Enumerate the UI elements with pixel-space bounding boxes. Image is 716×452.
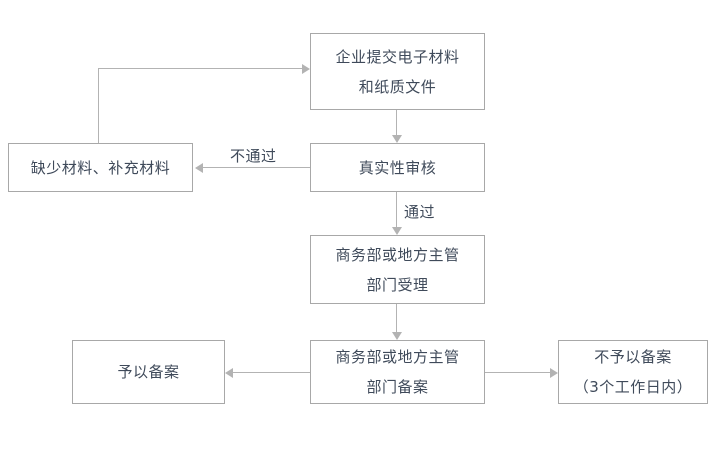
arrowhead-record-to-rejected bbox=[550, 368, 558, 378]
arrowhead-review-to-accept bbox=[392, 227, 402, 235]
filing-denied-node[interactable]: 不予以备案 （3个工作日内） bbox=[558, 340, 708, 404]
connector-record-to-approved bbox=[233, 372, 310, 373]
node-line: 真实性审核 bbox=[358, 158, 437, 177]
node-line: 予以备案 bbox=[117, 363, 180, 381]
arrowhead-loop-to-submit bbox=[302, 64, 310, 74]
filing-granted-node[interactable]: 予以备案 bbox=[72, 340, 225, 404]
node-line: 商务部或地方主管 bbox=[335, 245, 460, 264]
node-line: 和纸质文件 bbox=[358, 77, 437, 96]
arrowhead-record-to-approved bbox=[225, 368, 233, 378]
authenticity-review-node[interactable]: 真实性审核 bbox=[310, 143, 485, 192]
node-line: 企业提交电子材料 bbox=[335, 47, 460, 66]
arrowhead-accept-to-record bbox=[392, 332, 402, 340]
node-line: 部门受理 bbox=[366, 275, 429, 294]
connector-missing-loop-horizontal bbox=[98, 68, 302, 69]
node-line: 部门备案 bbox=[366, 378, 429, 396]
connector-review-to-missing bbox=[203, 167, 310, 168]
arrowhead-submit-to-review bbox=[392, 135, 402, 143]
department-filing-node[interactable]: 商务部或地方主管 部门备案 bbox=[310, 340, 485, 404]
node-line: 缺少材料、补充材料 bbox=[30, 158, 171, 177]
department-acceptance-node[interactable]: 商务部或地方主管 部门受理 bbox=[310, 235, 485, 304]
arrowhead-review-to-missing bbox=[195, 163, 203, 173]
edge-label-pass: 通过 bbox=[402, 202, 438, 222]
submit-materials-node[interactable]: 企业提交电子材料 和纸质文件 bbox=[310, 33, 485, 110]
connector-missing-loop-vertical bbox=[98, 68, 99, 143]
node-line: 商务部或地方主管 bbox=[335, 348, 460, 366]
connector-accept-to-record bbox=[396, 304, 397, 332]
connector-review-to-accept bbox=[396, 192, 397, 227]
connector-submit-to-review bbox=[396, 110, 397, 135]
node-line: （3个工作日内） bbox=[573, 378, 693, 396]
edge-label-fail: 不通过 bbox=[228, 146, 279, 166]
node-line: 不予以备案 bbox=[594, 348, 672, 366]
missing-materials-node[interactable]: 缺少材料、补充材料 bbox=[8, 143, 193, 192]
connector-record-to-rejected bbox=[485, 372, 550, 373]
